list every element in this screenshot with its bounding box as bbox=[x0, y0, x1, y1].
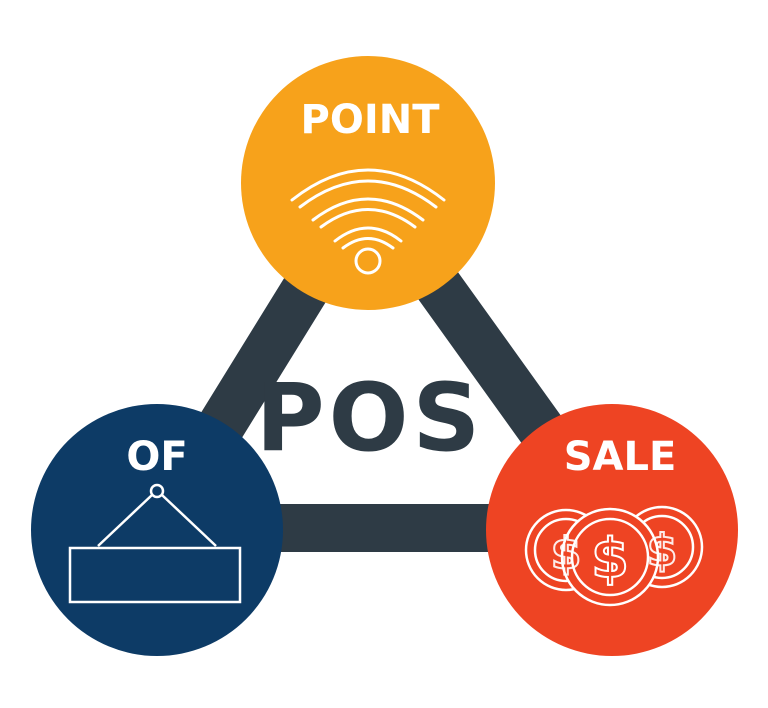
svg-text:$: $ bbox=[551, 528, 582, 579]
center-acronym: POS bbox=[256, 364, 485, 473]
node-of-label: OF bbox=[126, 434, 187, 480]
svg-text:$: $ bbox=[591, 527, 629, 590]
hanging-sign-icon bbox=[68, 483, 242, 604]
triangle-frame bbox=[134, 164, 636, 552]
wifi-icon bbox=[290, 168, 446, 275]
node-of-circle bbox=[31, 404, 283, 656]
node-point-label: POINT bbox=[301, 97, 441, 143]
node-of: OF bbox=[31, 404, 283, 656]
triangle-outline bbox=[134, 164, 636, 552]
node-sale: SALE $ $ $ bbox=[486, 404, 738, 656]
node-point-circle bbox=[241, 56, 495, 310]
dollar-coins-icon: $ $ $ bbox=[524, 505, 704, 607]
node-sale-label: SALE bbox=[564, 434, 677, 480]
svg-text:$: $ bbox=[647, 525, 678, 576]
node-point: POINT bbox=[241, 56, 495, 310]
